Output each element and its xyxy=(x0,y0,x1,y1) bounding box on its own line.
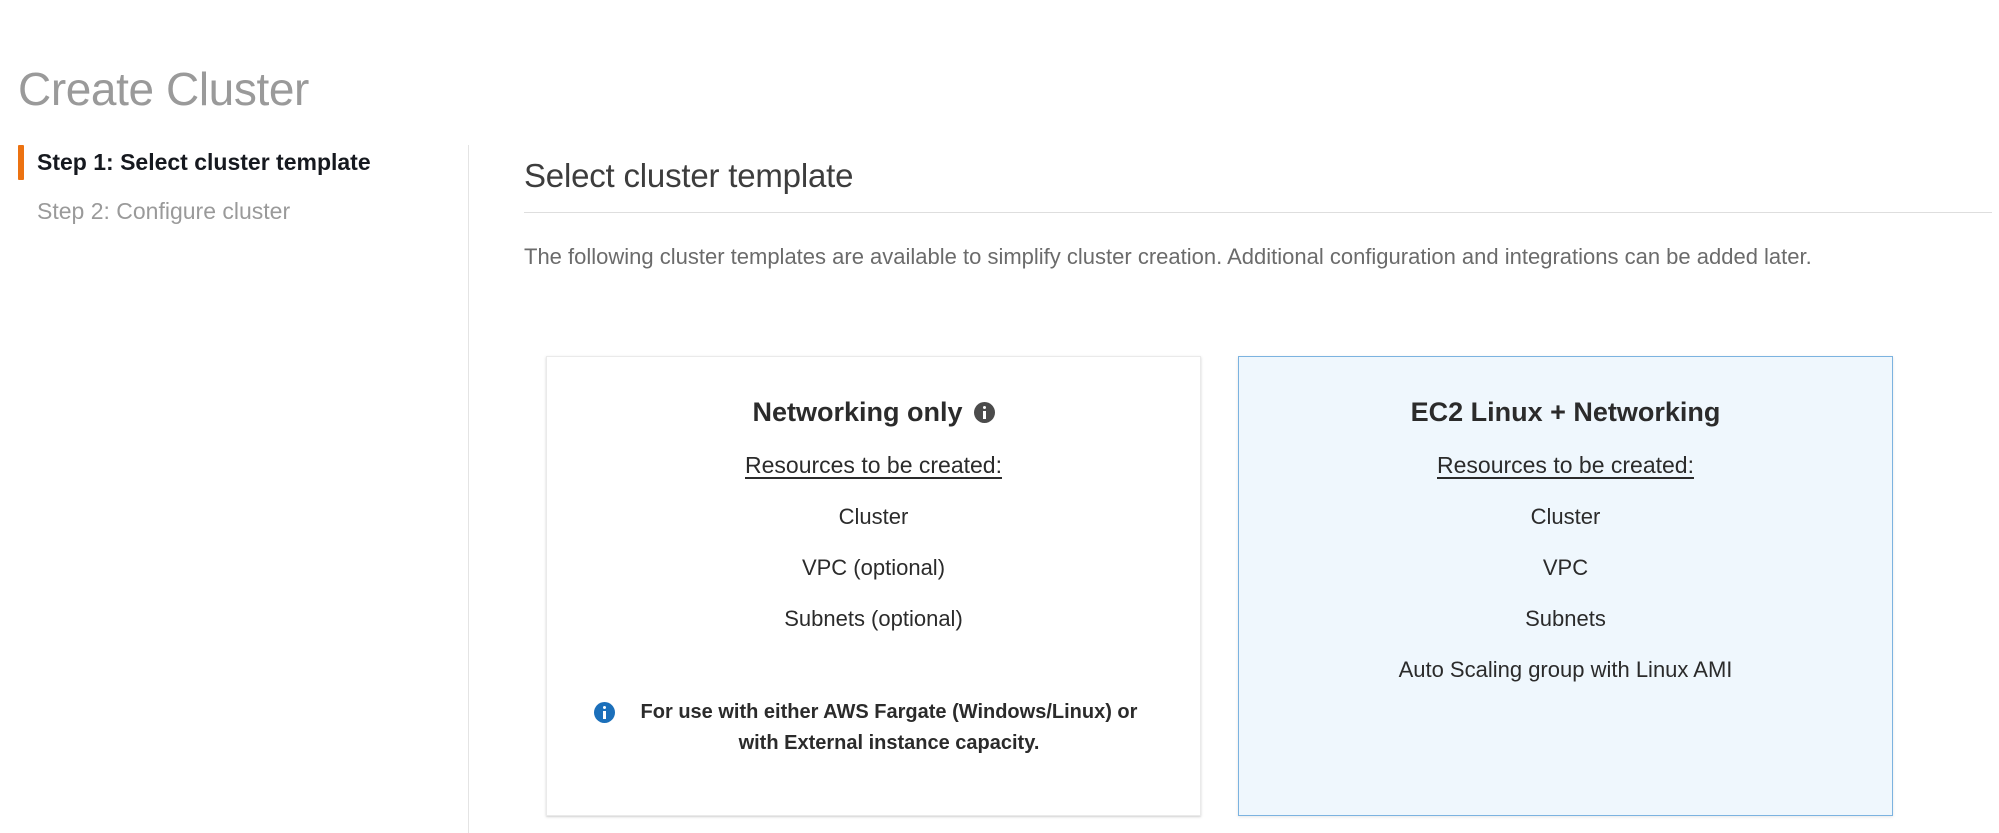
resource-list: Cluster VPC Subnets Auto Scaling group w… xyxy=(1267,479,1864,683)
section-description: The following cluster templates are avai… xyxy=(524,244,1812,269)
wizard-step-1-label: Step 1: Select cluster template xyxy=(37,149,371,175)
wizard-step-1-select-cluster-template[interactable]: Step 1: Select cluster template xyxy=(18,145,371,180)
inactive-step-accent-bar xyxy=(18,194,24,229)
template-card-title: Networking only xyxy=(752,394,995,430)
resource-list: Cluster VPC (optional) Subnets (optional… xyxy=(575,479,1172,632)
wizard-step-2-configure-cluster[interactable]: Step 2: Configure cluster xyxy=(18,194,290,229)
section-heading: Select cluster template xyxy=(524,157,854,194)
list-item: VPC (optional) xyxy=(801,555,946,580)
list-item: Subnets (optional) xyxy=(784,606,963,631)
template-card-title: EC2 Linux + Networking xyxy=(1410,397,1721,427)
list-item: Cluster xyxy=(1530,504,1601,529)
page-title: Create Cluster xyxy=(18,62,309,115)
template-card-networking-only[interactable]: Networking only Resources to be created:… xyxy=(546,356,1201,816)
template-card-title-text: Networking only xyxy=(752,397,963,427)
list-item: Subnets xyxy=(1525,606,1606,631)
active-step-accent-bar xyxy=(18,145,24,180)
cluster-template-cards: Networking only Resources to be created:… xyxy=(546,356,1896,816)
main-content: Select cluster template The following cl… xyxy=(524,155,1992,276)
section-heading-rule xyxy=(524,212,1992,213)
info-icon[interactable] xyxy=(973,401,995,423)
info-icon-blue xyxy=(593,702,615,723)
resources-to-be-created-label: Resources to be created: xyxy=(745,452,1002,478)
template-card-footnote: For use with either AWS Fargate (Windows… xyxy=(593,697,1154,759)
wizard-sidebar: Step 1: Select cluster template Step 2: … xyxy=(0,145,468,833)
wizard-step-2-label: Step 2: Configure cluster xyxy=(37,198,291,224)
list-item: Auto Scaling group with Linux AMI xyxy=(1398,657,1733,682)
template-card-footnote-text: For use with either AWS Fargate (Windows… xyxy=(640,701,1138,754)
resources-to-be-created-label: Resources to be created: xyxy=(1437,452,1694,478)
template-card-ec2-linux-networking[interactable]: EC2 Linux + Networking Resources to be c… xyxy=(1238,356,1893,816)
list-item: VPC xyxy=(1542,555,1589,580)
sidebar-divider xyxy=(468,145,469,833)
list-item: Cluster xyxy=(838,504,909,529)
